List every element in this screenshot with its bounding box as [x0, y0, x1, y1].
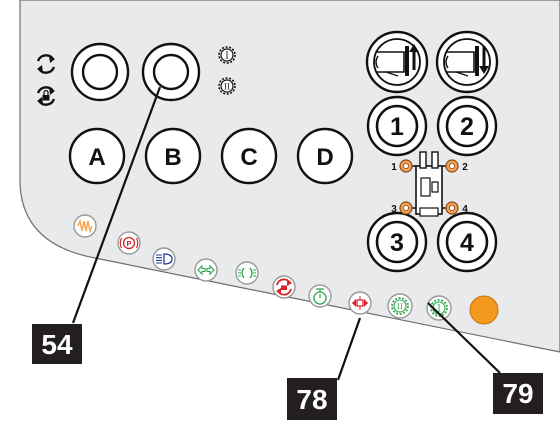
heater-indicator — [74, 215, 96, 237]
button-b[interactable]: B — [146, 129, 200, 183]
rotation-button-1[interactable] — [72, 44, 128, 100]
axle-button-2[interactable]: 2 — [438, 97, 496, 155]
rotation-button-2[interactable] — [143, 44, 199, 100]
timer-indicator — [309, 285, 331, 307]
hitch-raise-button[interactable] — [367, 32, 427, 92]
callout-54: 54 — [32, 324, 82, 364]
axle-button-3-label: 3 — [390, 229, 404, 257]
callout-79-label: 79 — [502, 378, 533, 409]
axle-indicator-4-label: 4 — [462, 204, 468, 215]
gear-II-label: II — [224, 83, 230, 92]
axle-button-4-label: 4 — [460, 229, 474, 257]
axle-button-2-label: 2 — [460, 113, 474, 141]
axle-indicator-1-label: 1 — [391, 162, 397, 173]
gear-I-label: I — [225, 52, 229, 62]
parking-brake-indicator: P — [118, 232, 140, 254]
hitch-lower-button[interactable] — [437, 32, 497, 92]
side-lights-indicator — [236, 262, 258, 284]
gear-I-indicator: I — [427, 296, 451, 320]
lock-rotation-indicator — [273, 276, 295, 298]
axle-button-1[interactable]: 1 — [368, 97, 426, 155]
button-d[interactable]: D — [298, 129, 352, 183]
button-c[interactable]: C — [222, 129, 276, 183]
orange-button[interactable] — [470, 296, 498, 324]
button-a[interactable]: A — [70, 129, 124, 183]
axle-button-3[interactable]: 3 — [368, 213, 426, 271]
callout-54-label: 54 — [41, 329, 73, 360]
axle-indicator-3-label: 3 — [391, 204, 397, 215]
button-b-label: B — [164, 144, 181, 171]
callout-78-label: 78 — [296, 384, 327, 415]
gear-II-indicator: II — [388, 294, 412, 318]
axle-button-1-label: 1 — [390, 113, 404, 141]
diff-lock-indicator — [349, 292, 371, 314]
axle-button-4[interactable]: 4 — [438, 213, 496, 271]
turn-signal-indicator — [195, 259, 217, 281]
axle-indicator-2-label: 2 — [462, 162, 468, 173]
button-c-label: C — [240, 144, 257, 171]
gear-II-indicator-label: II — [397, 302, 403, 311]
callout-78: 78 — [287, 378, 337, 420]
button-a-label: A — [88, 144, 105, 171]
high-beam-indicator — [153, 248, 175, 270]
leader-line-78 — [338, 318, 360, 380]
callout-79: 79 — [493, 373, 543, 414]
svg-text:P: P — [126, 239, 131, 248]
button-d-label: D — [316, 144, 333, 171]
